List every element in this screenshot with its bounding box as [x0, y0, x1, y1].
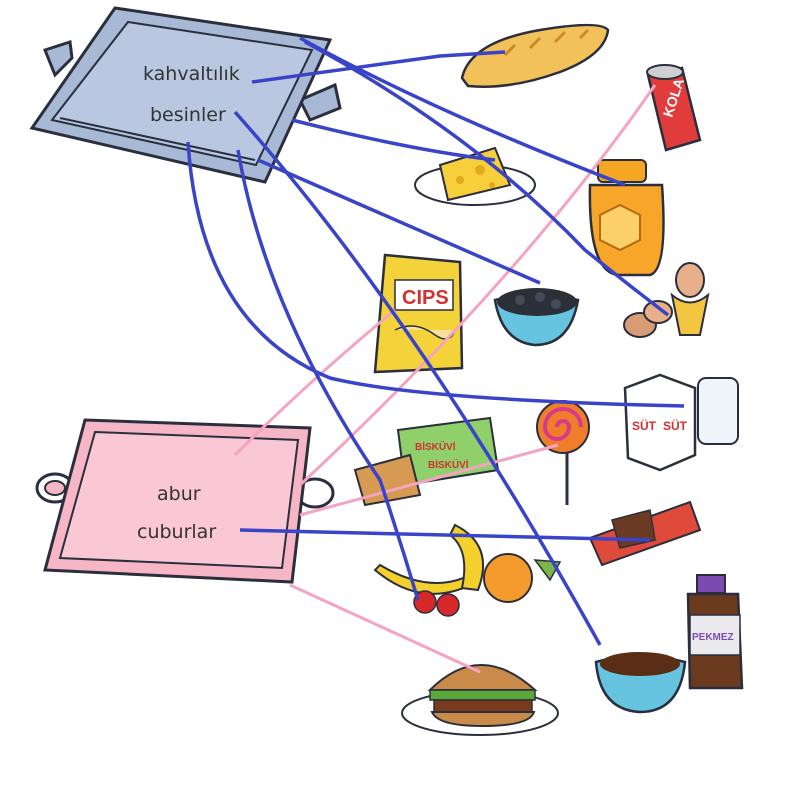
junk-tray-label-line1: abur [157, 483, 201, 505]
junk-tray-label-line2: cuburlar [137, 521, 216, 543]
pekmez-label: PEKMEZ [692, 632, 734, 643]
chocolate-bar-illustration [588, 500, 702, 567]
milk-illustration: SÜT SÜT [623, 373, 739, 472]
biscuit-label-2: BİSKÜVİ [428, 458, 469, 471]
junk-food-tray [35, 418, 335, 584]
breakfast-tray-label-line1: kahvaltılık [143, 63, 240, 85]
cola-can-illustration: KOLA [646, 64, 702, 152]
breakfast-connection-lines [186, 36, 685, 646]
lollipop-illustration [536, 400, 590, 505]
milk-label-2: SÜT [663, 418, 688, 433]
olives-bowl-illustration [493, 288, 580, 347]
biscuit-label-1: BİSKÜVİ [415, 440, 456, 453]
breakfast-tray-label-line2: besinler [150, 104, 226, 126]
honey-jar-illustration [588, 159, 665, 277]
fruits-illustration [373, 523, 562, 617]
bread-illustration [460, 23, 610, 88]
biscuits-illustration: BİSKÜVİ BİSKÜVİ [353, 416, 500, 507]
junk-food-connection-lines [233, 84, 657, 674]
molasses-bowl-illustration [594, 652, 687, 714]
eggs-illustration [623, 262, 710, 338]
breakfast-tray [29, 6, 342, 184]
burger-illustration [401, 664, 559, 736]
milk-label-1: SÜT [632, 418, 657, 433]
pekmez-bottle-illustration: PEKMEZ [686, 574, 744, 690]
chips-label: CIPS [402, 287, 449, 309]
chips-bag-illustration: CIPS [373, 253, 464, 374]
